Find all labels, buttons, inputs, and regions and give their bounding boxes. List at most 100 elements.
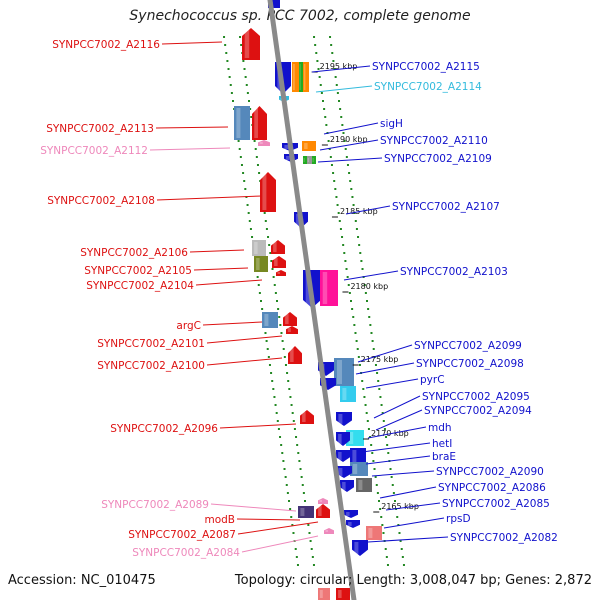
track-dot xyxy=(286,372,289,374)
track-dot xyxy=(282,460,285,462)
gene-label: SYNPCC7002_A2085 xyxy=(442,498,550,510)
track-dot xyxy=(355,340,358,342)
track-dot xyxy=(308,532,311,534)
track-dot xyxy=(369,324,372,326)
gene-feature xyxy=(286,326,298,334)
gene-feature xyxy=(366,526,382,540)
gene-feature xyxy=(340,386,356,402)
track-dot xyxy=(343,140,346,142)
track-dot xyxy=(344,260,347,262)
track-dot xyxy=(340,116,343,118)
track-dot xyxy=(376,372,379,374)
track-dot xyxy=(276,420,279,422)
track-dot xyxy=(386,564,389,566)
track-dot xyxy=(282,348,285,350)
track-dot xyxy=(375,484,378,486)
track-dot xyxy=(301,484,304,486)
gene-label: SYNPCC7002_A2095 xyxy=(422,391,530,403)
gene-feature xyxy=(316,504,330,518)
track-dot xyxy=(331,52,334,54)
track-dot xyxy=(335,196,338,198)
track-dot xyxy=(364,292,367,294)
track-dot xyxy=(291,412,294,414)
gene-label: pyrC xyxy=(420,374,445,386)
track-dot xyxy=(329,36,332,38)
gene-feature xyxy=(283,312,297,326)
track-dot xyxy=(371,340,374,342)
track-dot xyxy=(364,404,367,406)
track-dot xyxy=(248,100,250,102)
track-dot xyxy=(352,204,355,206)
track-dot xyxy=(279,324,282,326)
track-dot xyxy=(249,228,252,230)
gene-label: SYNPCC7002_A2094 xyxy=(424,405,532,417)
track-dot xyxy=(342,244,345,246)
gene-feature xyxy=(302,141,316,151)
track-dot xyxy=(277,308,280,310)
track-dot xyxy=(383,428,386,430)
track-dot xyxy=(320,92,323,94)
track-dot xyxy=(366,300,368,302)
track-dot xyxy=(294,548,297,550)
track-dot xyxy=(257,284,260,286)
track-dot xyxy=(312,564,315,566)
track-dot xyxy=(247,212,250,214)
track-dot xyxy=(225,52,228,54)
track-dot xyxy=(277,428,280,430)
tick-label: 2195 kbp xyxy=(320,62,358,71)
track-dot xyxy=(246,204,249,206)
track-dot xyxy=(292,532,295,534)
track-dot xyxy=(248,220,251,222)
track-dot xyxy=(295,436,298,438)
gene-label: SYNPCC7002_A2098 xyxy=(416,358,524,370)
track-dot xyxy=(355,228,358,230)
track-dot xyxy=(239,36,242,38)
track-dot xyxy=(367,428,370,430)
track-dot xyxy=(367,308,370,310)
gene-feature xyxy=(346,520,360,528)
track-dot xyxy=(296,444,299,446)
track-dot xyxy=(317,68,320,70)
track-dot xyxy=(296,564,299,566)
track-dot xyxy=(382,420,385,422)
track-dot xyxy=(249,108,252,110)
track-dot xyxy=(263,212,266,214)
track-dot xyxy=(332,172,335,174)
gene-label: mdh xyxy=(428,422,452,434)
track-dot xyxy=(268,244,271,246)
track-dot xyxy=(373,468,376,470)
track-dot xyxy=(370,444,373,446)
gene-feature xyxy=(350,462,368,476)
tick-label: 2190 kbp xyxy=(330,135,368,144)
gene-feature xyxy=(242,28,260,60)
gene-label: SYNPCC7002_A2087 xyxy=(128,529,236,541)
track-dot xyxy=(394,500,396,502)
track-dot xyxy=(264,332,267,334)
track-dot xyxy=(348,292,351,294)
track-dot xyxy=(349,180,352,182)
track-dot xyxy=(348,172,351,174)
gene-feature xyxy=(346,430,364,446)
track-dot xyxy=(352,316,355,318)
genome-backbone xyxy=(267,0,357,600)
track-dot xyxy=(280,444,283,446)
track-dot xyxy=(319,84,322,86)
track-dot xyxy=(272,276,275,278)
track-dot xyxy=(330,164,333,166)
gene-label: SYNPCC7002_A2089 xyxy=(101,499,209,511)
gene-label: hetI xyxy=(432,438,452,450)
track-dot xyxy=(363,284,366,286)
track-dot xyxy=(374,476,377,478)
gene-feature xyxy=(318,588,330,600)
gene-feature xyxy=(288,346,302,364)
track-dot xyxy=(265,228,268,230)
gene-label: SYNPCC7002_A2101 xyxy=(97,338,205,350)
track-dot xyxy=(275,412,278,414)
gene-label: SYNPCC7002_A2107 xyxy=(392,201,500,213)
track-dot xyxy=(265,340,268,342)
track-dot xyxy=(268,364,271,366)
track-dot xyxy=(291,524,294,526)
track-dot xyxy=(288,388,291,390)
gene-feature xyxy=(352,540,368,556)
